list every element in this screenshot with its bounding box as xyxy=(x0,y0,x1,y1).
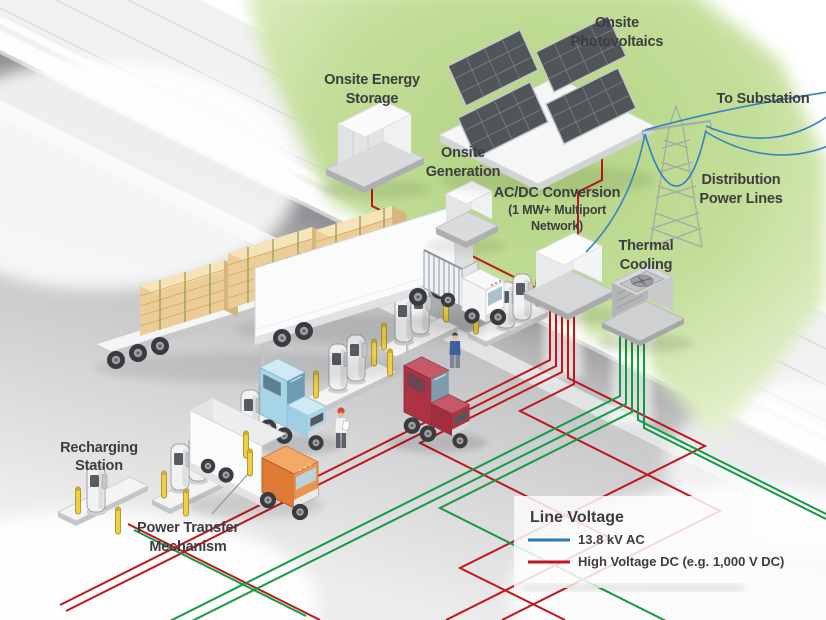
generation-unit xyxy=(426,180,506,254)
wire-substation-2 xyxy=(705,131,826,156)
power-transfer-leader-line xyxy=(211,473,249,515)
photovoltaic-array xyxy=(438,15,656,195)
wire-substation-3 xyxy=(644,91,826,131)
cooling-recharge-spur xyxy=(133,529,307,617)
wire-sag xyxy=(644,129,707,187)
svg-text:Station: Station xyxy=(75,458,123,474)
red-tractor-truck xyxy=(388,341,488,453)
legend-ac-label: 13.8 kV AC xyxy=(578,532,645,547)
wire-substation-1 xyxy=(705,116,826,139)
charging-pump xyxy=(169,443,192,494)
svg-text:Mechanism: Mechanism xyxy=(149,539,226,555)
cooling-fan-icon xyxy=(618,270,666,293)
wire-to-acdc xyxy=(585,133,646,253)
dc-recharge-spur xyxy=(127,523,321,620)
diagram-labels: Onsite Photovoltaics To Substation Onsit… xyxy=(60,15,810,555)
legend-title: Line Voltage xyxy=(530,509,624,526)
label-photovoltaics: Onsite xyxy=(595,15,639,31)
label-to-substation: To Substation xyxy=(717,91,810,107)
label-thermal: Thermal xyxy=(618,238,673,254)
thermal-cooling-unit xyxy=(597,264,693,352)
label-generation: Onsite xyxy=(441,145,485,161)
legend-panel xyxy=(514,496,754,588)
svg-text:Storage: Storage xyxy=(346,91,399,107)
svg-text:Power Lines: Power Lines xyxy=(699,191,782,207)
svg-text:Cooling: Cooling xyxy=(620,257,673,273)
svg-text:Network): Network) xyxy=(531,219,583,233)
legend: Line Voltage 13.8 kV AC High Voltage DC … xyxy=(514,496,784,590)
svg-text:Photovoltaics: Photovoltaics xyxy=(571,34,664,50)
blue-tractor-truck xyxy=(244,343,344,455)
person-worker-2 xyxy=(449,332,461,368)
energy-storage-unit xyxy=(319,100,431,199)
person-worker-1 xyxy=(334,407,350,448)
label-power-transfer: Power Transfer xyxy=(137,520,240,536)
legend-shadow xyxy=(522,585,744,590)
label-acdc: AC/DC Conversion xyxy=(494,185,621,201)
label-energy-storage: Onsite Energy xyxy=(324,72,420,88)
orange-box-truck xyxy=(187,397,323,521)
label-distribution: Distribution xyxy=(702,172,781,188)
white-stake-truck xyxy=(410,249,520,331)
distribution-wires xyxy=(585,91,826,253)
label-recharging: Recharging xyxy=(60,440,138,456)
svg-text:(1 MW+ Multiport: (1 MW+ Multiport xyxy=(508,203,607,217)
legend-dc-label: High Voltage DC (e.g. 1,000 V DC) xyxy=(578,554,784,569)
acdc-conversion-unit xyxy=(518,232,622,325)
svg-text:Generation: Generation xyxy=(426,164,501,180)
